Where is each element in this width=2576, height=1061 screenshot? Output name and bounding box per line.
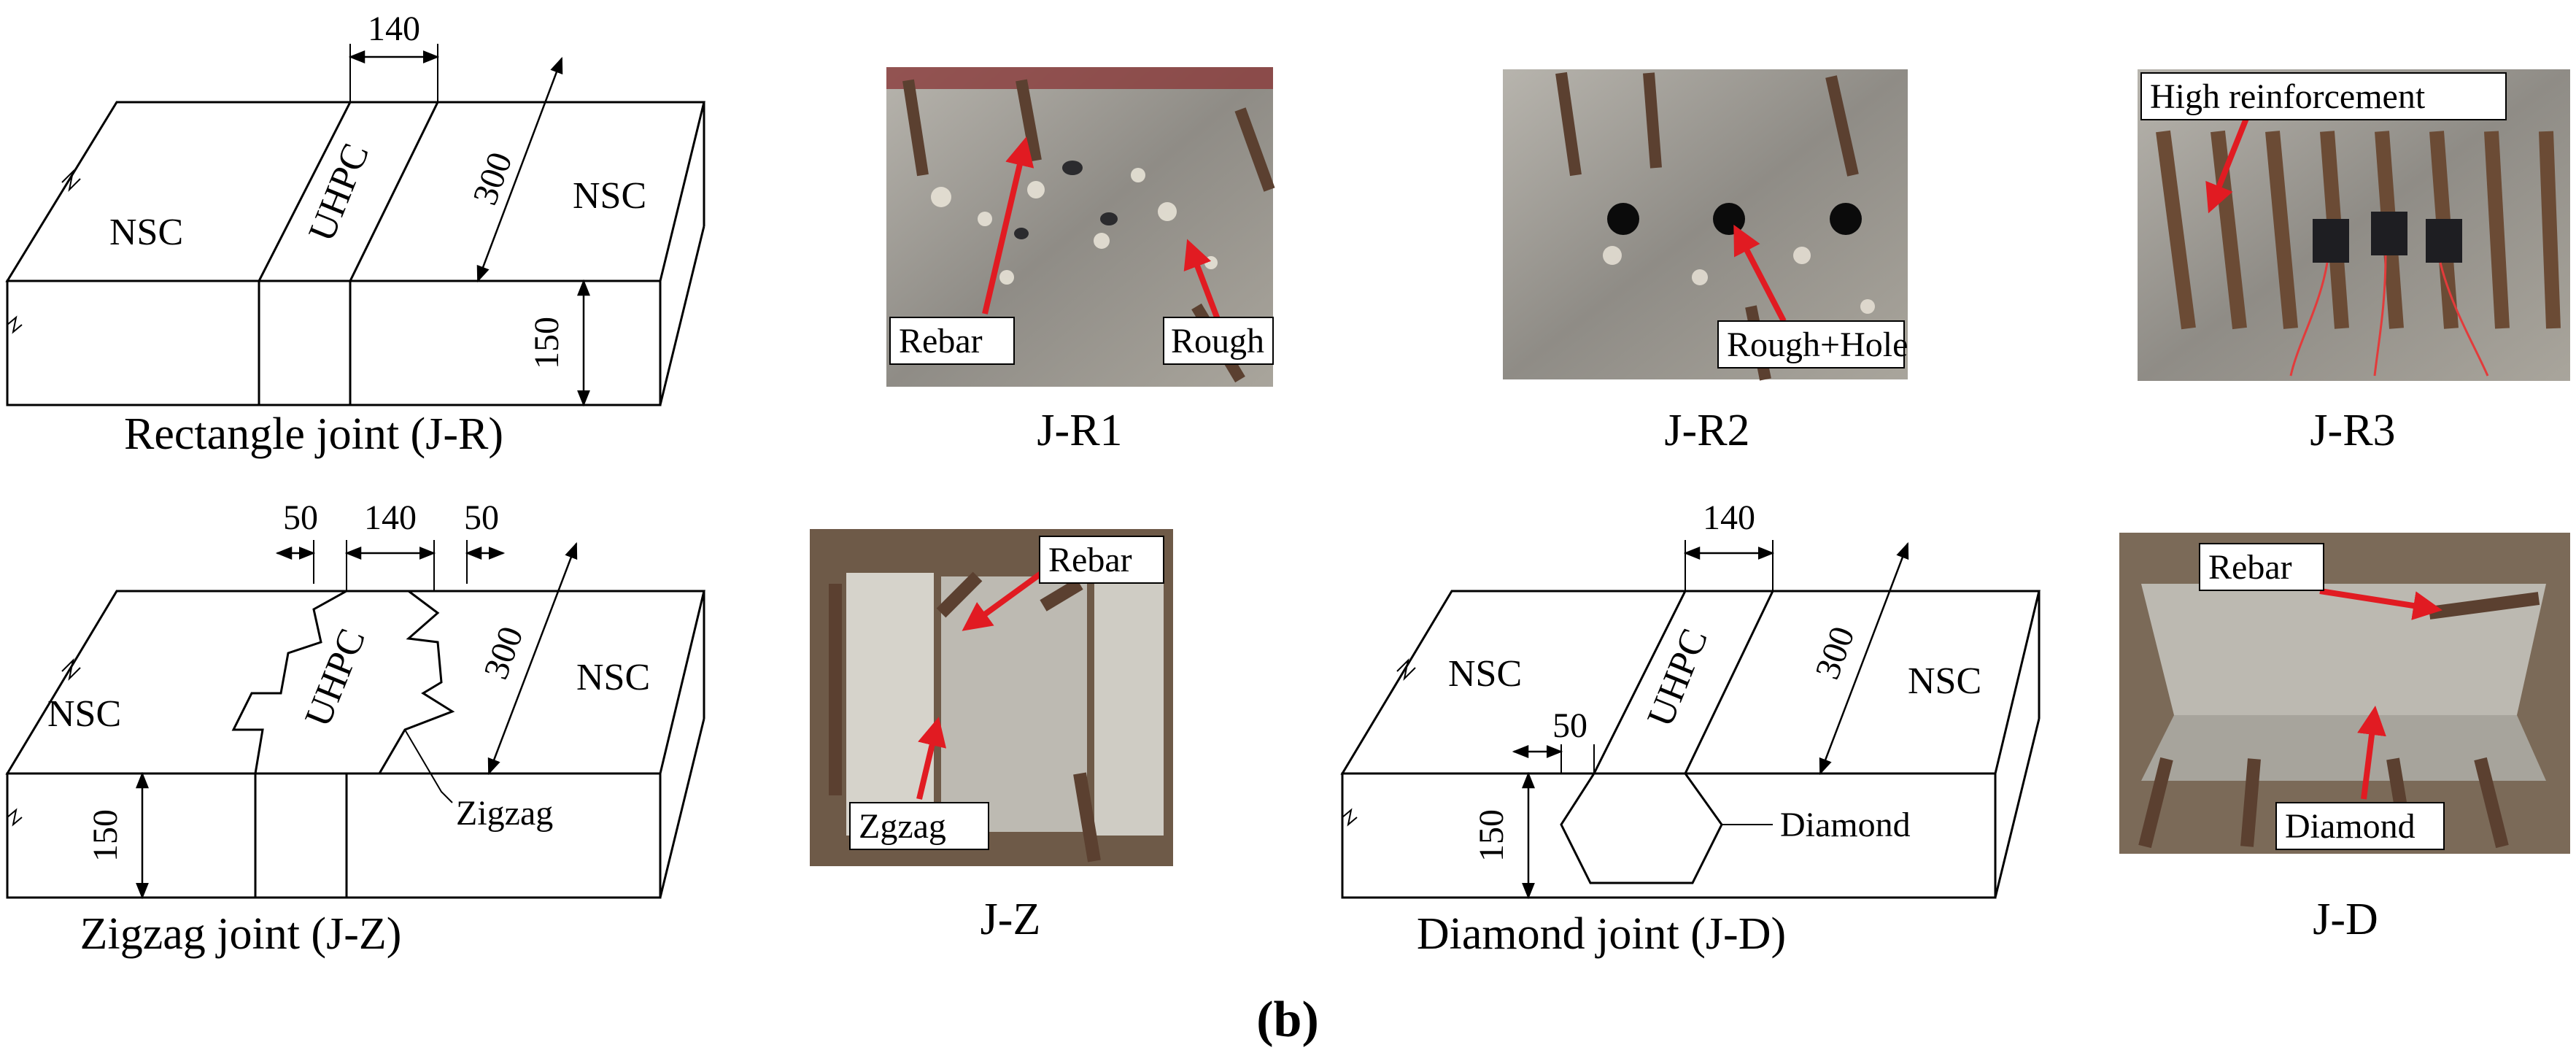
zigzag-dim-offset-left-label: 50 <box>283 498 318 537</box>
zigzag-callout: Zigzag <box>456 794 553 833</box>
rect-joint-front <box>258 279 352 406</box>
zigzag-joint-drawing: 50 140 50 300 150 NSC NSC UHPC Zigzag Zi… <box>5 498 705 959</box>
jz-caption: J-Z <box>980 895 1041 944</box>
jd-rebar-arrow <box>2319 588 2442 620</box>
rect-nsc-right: NSC <box>573 175 646 217</box>
zigzag-dim-length-label: 300 <box>476 622 530 684</box>
jr2-hole-arrow <box>1733 224 1787 323</box>
diamond-joint-drawing: 140 300 150 50 NSC NSC UHPC Diamond Diam… <box>1340 498 2041 959</box>
jd-diamond-arrow <box>2357 706 2386 800</box>
zigzag-dim-depth-label: 150 <box>86 809 125 862</box>
jz-zigzag-arrow <box>916 717 947 800</box>
rect-uhpc-label: UHPC <box>301 138 377 247</box>
jr2-caption: J-R2 <box>1664 406 1749 455</box>
rect-caption: Rectangle joint (J-R) <box>124 409 503 459</box>
diamond-joint-front <box>1560 772 1723 884</box>
zigzag-nsc-left: NSC <box>47 693 121 735</box>
diamond-nsc-right: NSC <box>1908 660 1981 702</box>
jr1-caption: J-R1 <box>1037 406 1122 455</box>
jr3-caption: J-R3 <box>2310 406 2395 455</box>
jr1-label-rough: Rough <box>1171 322 1264 360</box>
jz-rebar-arrow <box>962 566 1049 631</box>
diamond-uhpc-label: UHPC <box>1639 623 1716 733</box>
jr3-label-high-reinforcement: High reinforcement <box>2150 77 2426 116</box>
zigzag-callout-leader <box>404 729 453 803</box>
jd-caption: J-D <box>2313 895 2378 944</box>
jd-label-rebar: Rebar <box>2208 548 2292 587</box>
jr2-label-rough-hole: Rough+Hole <box>1727 325 1908 364</box>
diamond-dim-offset-label: 50 <box>1552 706 1587 745</box>
rect-dim-depth-label: 150 <box>527 317 566 369</box>
rect-dim-length <box>476 56 563 283</box>
rect-dim-width-label: 140 <box>368 9 420 48</box>
rect-dim-length-label: 300 <box>465 147 519 210</box>
diamond-dim-length <box>1819 541 1909 776</box>
diamond-caption: Diamond joint (J-D) <box>1417 909 1786 959</box>
photo-jr2: Rough+Hole J-R2 <box>1503 69 1908 455</box>
jz-label-rebar: Rebar <box>1048 541 1132 579</box>
jr1-rough-arrow <box>1183 239 1221 323</box>
rect-right-edge <box>659 225 705 406</box>
photo-jr1: Rebar Rough J-R1 <box>886 67 1275 455</box>
photo-jr3: High reinforcement J-R3 <box>2138 69 2570 455</box>
zigzag-dim-length <box>487 541 578 776</box>
diamond-dim-depth-label: 150 <box>1472 809 1511 862</box>
jz-label-zigzag: Zgzag <box>859 807 946 846</box>
panel-label: (b) <box>1256 992 1319 1048</box>
rect-break-mark <box>61 169 81 193</box>
zigzag-caption: Zigzag joint (J-Z) <box>80 909 402 959</box>
photo-jz: Rebar Zgzag J-Z <box>810 529 1173 944</box>
jd-label-diamond: Diamond <box>2285 807 2416 846</box>
zigzag-dim-width-label: 140 <box>364 498 417 537</box>
jr1-rebar-arrow <box>982 136 1034 315</box>
zigzag-joint-front <box>254 772 348 899</box>
jr1-label-rebar: Rebar <box>899 322 983 360</box>
diamond-nsc-left: NSC <box>1448 653 1522 695</box>
photo-jd: Rebar Diamond J-D <box>2119 533 2570 944</box>
zigzag-nsc-right: NSC <box>576 657 650 698</box>
diamond-callout: Diamond <box>1780 806 1911 844</box>
rectangle-joint-drawing: 140 300 150 NSC NSC UHPC Rectangle joint… <box>5 9 705 459</box>
zigzag-uhpc-label: UHPC <box>297 623 374 733</box>
zigzag-dim-offset-right-label: 50 <box>464 498 499 537</box>
diamond-dim-length-label: 300 <box>1808 622 1862 684</box>
rect-nsc-left: NSC <box>109 212 183 253</box>
diamond-dim-width-label: 140 <box>1703 498 1755 537</box>
zigzag-joint-top <box>231 590 455 775</box>
jr3-reinforcement-arrow <box>2205 115 2250 214</box>
